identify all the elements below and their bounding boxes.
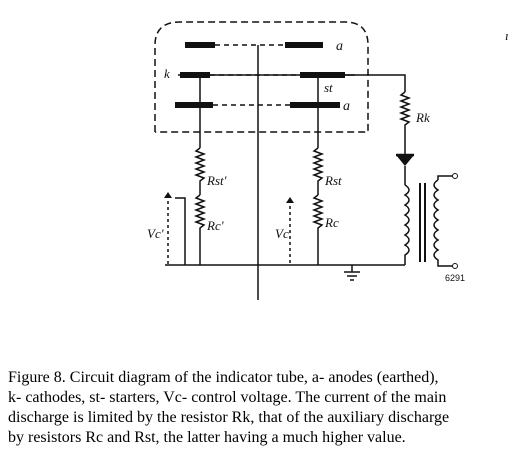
- rst-right-label: Rst: [324, 173, 342, 188]
- rst-right-resistor: [311, 147, 325, 195]
- caption-line-1: Figure 8. Circuit diagram of the indicat…: [8, 369, 439, 386]
- circuit-diagram: a a k st Rk Rst' Rc' Vc' Rst Rc Vc 6291 …: [147, 21, 509, 300]
- rc-right-resistor: [311, 194, 325, 265]
- cathode-bar-left: [180, 72, 210, 78]
- rst-left-label: Rst': [206, 173, 227, 188]
- rst-left-resistor: [193, 147, 207, 195]
- caption-line-3: discharge is limited by the resistor Rk,…: [8, 409, 450, 426]
- diode-triangle: [396, 155, 414, 166]
- transformer-secondary: [433, 179, 440, 262]
- caption-line-2: k- cathodes, st- starters, Vc- control v…: [8, 389, 447, 406]
- starter-bar-right: [290, 102, 340, 108]
- rk-resistor: [398, 91, 412, 148]
- cathode-label: k: [164, 66, 170, 81]
- caption-line-4: by resistors Rc and Rst, the latter havi…: [8, 429, 406, 446]
- cathode-bar-right: [300, 72, 345, 78]
- figure-number-label: 6291: [445, 273, 465, 283]
- anode-top-label: a: [336, 39, 343, 54]
- rk-label: Rk: [415, 110, 430, 125]
- figure-caption: Figure 8. Circuit diagram of the indicat…: [8, 368, 508, 448]
- rc-right-label: Rc: [324, 215, 339, 230]
- tube-envelope: [154, 21, 369, 133]
- anode-top-right: [285, 42, 323, 48]
- starter-bar-left: [175, 102, 213, 108]
- vc-right-label: Vc: [275, 226, 289, 241]
- rc-left-label: Rc': [206, 218, 224, 233]
- transformer-primary: [403, 184, 410, 265]
- rc-left-resistor: [193, 194, 207, 265]
- corner-mark: ı: [505, 28, 509, 43]
- vc-left-label: Vc': [147, 226, 164, 241]
- starter-label: st: [324, 80, 333, 95]
- anode-bottom-label: a: [343, 99, 350, 114]
- anode-top-left: [185, 42, 215, 48]
